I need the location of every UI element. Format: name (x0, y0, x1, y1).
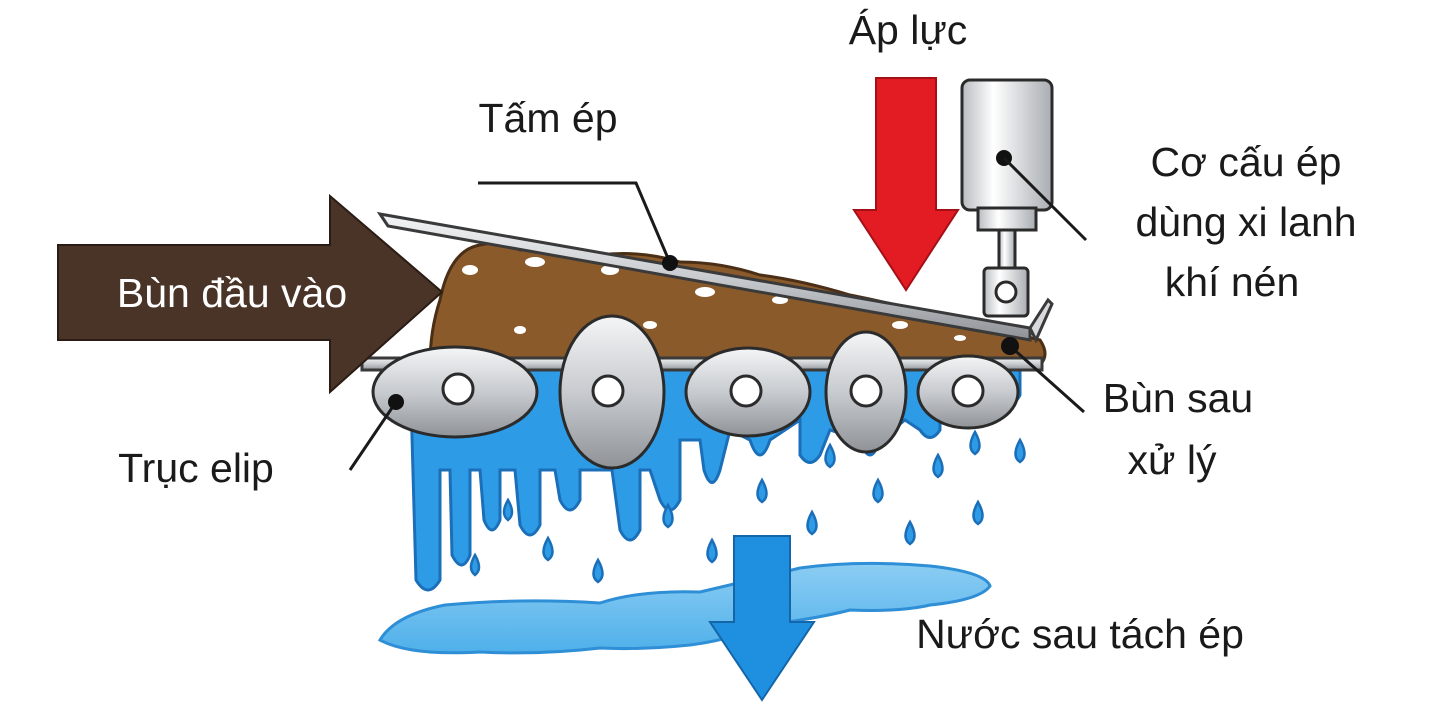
press-plate (376, 211, 1054, 344)
press-mechanism-line1: Cơ cấu ép (1151, 139, 1342, 185)
filtrate-label: Nước sau tách ép (916, 611, 1244, 657)
treated-sludge-line2: xử lý (1128, 437, 1217, 483)
leader-dots (388, 255, 1019, 410)
press-plate-label: Tấm ép (479, 95, 618, 141)
elliptical-roller-icon (371, 314, 1020, 470)
input-arrow: Bùn đầu vào (57, 193, 444, 395)
leader-lines (348, 156, 1088, 471)
press-mechanism-line2: dùng xi lanh (1135, 199, 1356, 245)
sludge-layer (428, 241, 1047, 367)
input-sludge-label: Bùn đầu vào (117, 270, 347, 316)
water-drop-icon (469, 429, 1026, 584)
water-puddle (377, 561, 992, 655)
pressure-label: Áp lực (849, 7, 968, 53)
pneumatic-cylinder-icon (960, 78, 1054, 318)
press-mechanism-line3: khí nén (1165, 259, 1300, 305)
treated-sludge-line1: Bùn sau (1103, 375, 1253, 421)
elliptical-shaft-label: Trục elip (118, 445, 274, 491)
pressure-arrow (852, 77, 960, 292)
output-arrow (708, 535, 816, 702)
